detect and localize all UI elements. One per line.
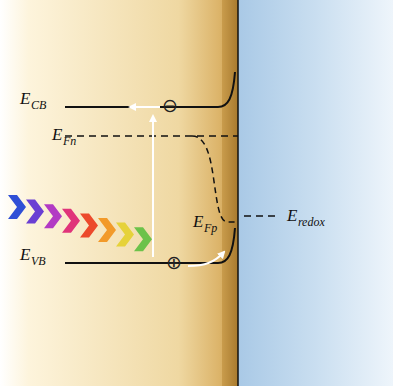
energy-symbol: E — [52, 126, 62, 143]
energy-symbol: E — [287, 207, 297, 224]
energy-symbol: E — [193, 213, 203, 230]
light-chevron — [62, 209, 80, 233]
energy-symbol: E — [20, 90, 30, 107]
conduction-band — [65, 72, 235, 107]
light-chevrons — [8, 195, 152, 251]
interface-line — [237, 0, 239, 386]
subscript: redox — [298, 216, 325, 228]
excitation-arrow — [152, 116, 154, 257]
fermi-level-p — [192, 136, 238, 222]
subscript: Fp — [204, 222, 217, 234]
electrolyte — [238, 0, 393, 386]
hole-arrow — [188, 252, 224, 266]
electron-arrow — [130, 106, 160, 108]
electron-symbol: ⊖ — [162, 96, 178, 115]
depletion-layer — [222, 0, 238, 386]
light-chevron — [116, 223, 134, 247]
hole-symbol: ⊕ — [166, 253, 182, 272]
redox-level — [244, 215, 280, 217]
subscript: Fn — [63, 135, 76, 147]
semiconductor — [0, 0, 238, 386]
light-chevron — [80, 213, 98, 237]
subscript: CB — [31, 99, 46, 111]
light-chevron — [8, 195, 26, 219]
subscript: VB — [31, 255, 46, 267]
fermi-level-n — [65, 135, 238, 137]
light-chevron — [98, 218, 116, 242]
light-chevron — [26, 200, 44, 224]
energy-symbol: E — [20, 246, 30, 263]
light-chevron — [134, 227, 152, 251]
light-chevron — [44, 204, 62, 228]
